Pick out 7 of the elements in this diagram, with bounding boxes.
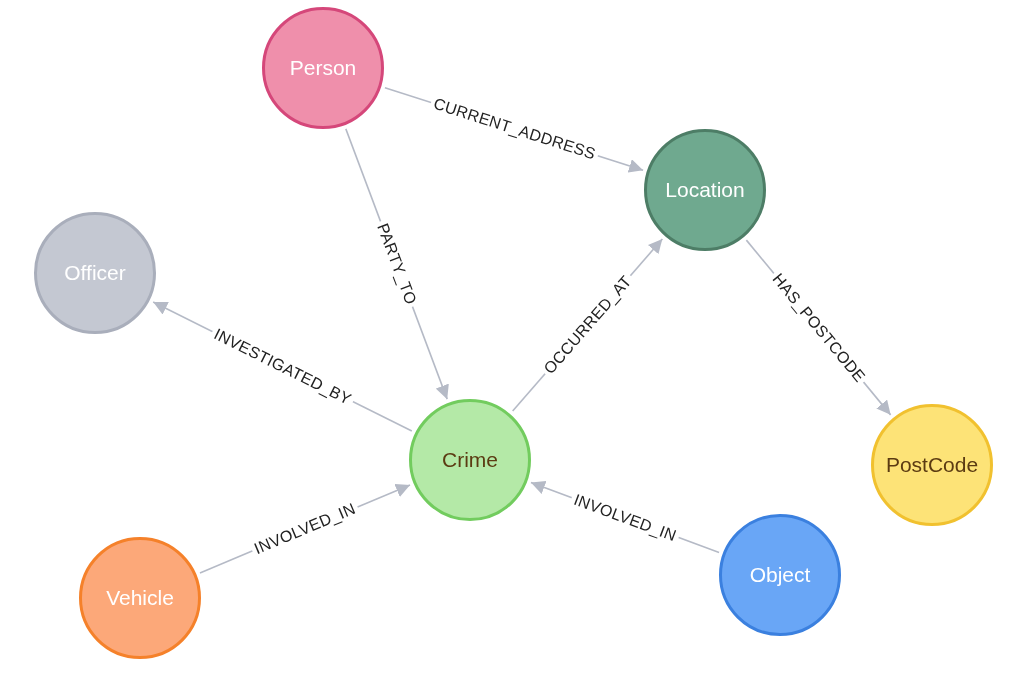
node-label: Object — [749, 563, 811, 587]
node-label: Location — [665, 178, 745, 202]
node-label: Crime — [442, 448, 498, 472]
node-label: Vehicle — [106, 586, 174, 610]
node-label: PostCode — [885, 453, 979, 477]
node-label: Officer — [64, 261, 126, 285]
node-label: Person — [289, 56, 357, 80]
